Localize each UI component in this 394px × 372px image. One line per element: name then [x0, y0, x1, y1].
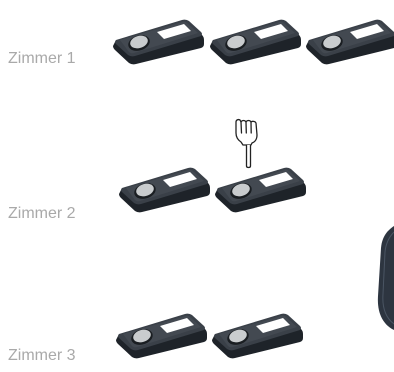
room-1-button-1[interactable] — [112, 18, 204, 66]
room-3-button-1[interactable] — [115, 312, 207, 360]
room-label-1: Zimmer 1 — [8, 51, 76, 67]
pointing-hand-icon — [232, 118, 262, 170]
handset-edge-icon — [376, 226, 394, 330]
room-3-button-2[interactable] — [211, 312, 303, 360]
room-2-button-1[interactable] — [118, 166, 210, 214]
room-label-2: Zimmer 2 — [8, 206, 76, 222]
room-1-button-2[interactable] — [209, 18, 301, 66]
room-2-button-2[interactable] — [214, 166, 306, 214]
room-label-3: Zimmer 3 — [8, 348, 76, 364]
room-1-button-3[interactable] — [305, 18, 394, 66]
